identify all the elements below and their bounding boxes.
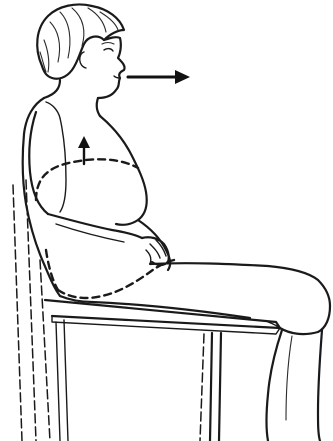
arrow-right-icon [128,70,190,84]
chair-front-leg-inner [219,333,221,441]
chest-expansion-outline [36,159,138,200]
forearm-lower [56,224,124,242]
exhale-arrow-head [175,70,190,84]
chair-back-upright-inner [40,260,50,441]
chair-back-upright-left [13,185,22,441]
shin-front [318,330,322,441]
chair-rear-leg [56,322,60,441]
shoulder-line [46,102,60,118]
calf-back [267,330,283,441]
chair-front-leg-dash [200,334,204,441]
thigh-bottom [60,296,250,318]
chair-back-upright-right [26,180,36,441]
chair-rear-leg-2 [64,320,68,441]
hair-strand [88,8,106,32]
abdomen-expansion-outline [58,260,174,298]
ear [80,52,86,68]
neck-back [44,80,60,98]
calf-shading [286,336,292,420]
upper-arm [29,112,48,214]
hair-strand [100,12,118,30]
chair-front-leg-outer [210,333,212,441]
hair-strand [72,8,84,46]
chair [13,180,280,441]
hair-strand [60,12,70,58]
hair-strand [50,22,60,62]
thigh-top [150,263,330,306]
woman-figure [23,4,330,441]
neck-front [97,98,100,116]
eye [104,49,113,51]
back-outline [23,98,60,296]
face-profile [98,37,125,98]
chest-front [100,116,147,225]
eyebrow [102,43,114,45]
hair [37,4,124,78]
chest-arrow-head [78,136,90,148]
hand-thumb [146,250,151,264]
